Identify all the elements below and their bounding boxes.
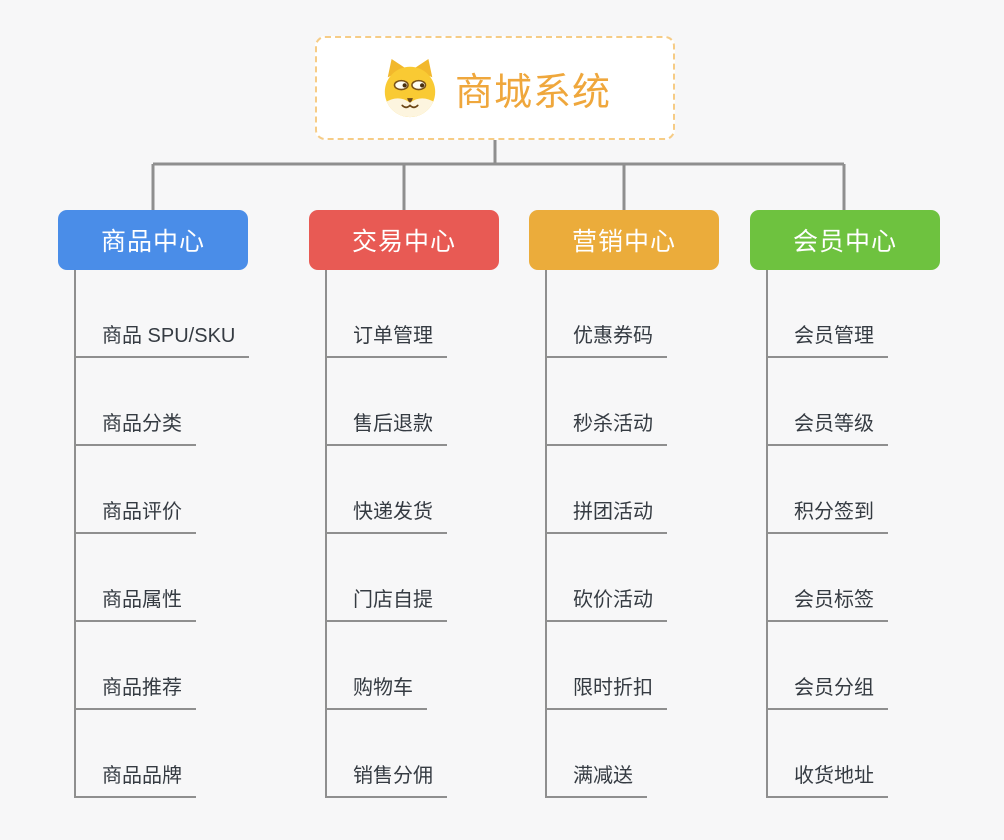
leaf-list-product: 商品 SPU/SKU 商品分类 商品评价 商品属性 商品推荐 商品品牌 — [74, 270, 250, 798]
leaf-label: 订单管理 — [327, 319, 447, 358]
leaf-node[interactable]: 砍价活动 — [547, 534, 719, 622]
leaf-node[interactable]: 购物车 — [327, 622, 499, 710]
branch-label: 营销中心 — [571, 228, 676, 256]
leaf-label: 商品推荐 — [76, 671, 196, 710]
branch-label: 会员中心 — [792, 228, 897, 256]
branch-label: 商品中心 — [100, 228, 205, 256]
branch-product-center: 商品中心 商品 SPU/SKU 商品分类 商品评价 商品属性 商品推荐 商品品牌 — [58, 210, 250, 798]
leaf-label: 售后退款 — [327, 407, 447, 446]
leaf-label: 拼团活动 — [547, 495, 667, 534]
leaf-node[interactable]: 优惠券码 — [547, 270, 719, 358]
leaf-node[interactable]: 商品品牌 — [76, 710, 248, 798]
leaf-label: 商品 SPU/SKU — [76, 319, 250, 358]
leaf-list-marketing: 优惠券码 秒杀活动 拼团活动 砍价活动 限时折扣 满减送 — [545, 270, 719, 798]
leaf-label: 积分签到 — [768, 495, 888, 534]
leaf-node[interactable]: 订单管理 — [327, 270, 499, 358]
leaf-label: 商品品牌 — [76, 759, 196, 798]
branch-node-member-center[interactable]: 会员中心 — [750, 210, 940, 270]
leaf-node[interactable]: 商品分类 — [76, 358, 248, 446]
root-title: 商城系统 — [454, 71, 611, 114]
leaf-node[interactable]: 快递发货 — [327, 446, 499, 534]
leaf-label: 限时折扣 — [547, 671, 667, 710]
branch-marketing-center: 营销中心 优惠券码 秒杀活动 拼团活动 砍价活动 限时折扣 满减送 — [529, 210, 719, 798]
leaf-node[interactable]: 商品推荐 — [76, 622, 248, 710]
leaf-node[interactable]: 满减送 — [547, 710, 719, 798]
leaf-label: 销售分佣 — [327, 759, 447, 798]
leaf-label: 购物车 — [327, 671, 427, 710]
leaf-label: 商品分类 — [76, 407, 196, 446]
branch-node-trade-center[interactable]: 交易中心 — [309, 210, 499, 270]
leaf-label: 门店自提 — [327, 583, 447, 622]
leaf-label: 商品属性 — [76, 583, 196, 622]
leaf-node[interactable]: 积分签到 — [768, 446, 940, 534]
branch-member-center: 会员中心 会员管理 会员等级 积分签到 会员标签 会员分组 收货地址 — [750, 210, 940, 798]
leaf-node[interactable]: 会员管理 — [768, 270, 940, 358]
leaf-node[interactable]: 会员标签 — [768, 534, 940, 622]
leaf-label: 商品评价 — [76, 495, 196, 534]
leaf-label: 会员标签 — [768, 583, 888, 622]
leaf-node[interactable]: 门店自提 — [327, 534, 499, 622]
leaf-label: 收货地址 — [768, 759, 888, 798]
leaf-label: 秒杀活动 — [547, 407, 667, 446]
leaf-label: 满减送 — [547, 759, 647, 798]
leaf-node[interactable]: 商品属性 — [76, 534, 248, 622]
leaf-node[interactable]: 收货地址 — [768, 710, 940, 798]
leaf-node[interactable]: 限时折扣 — [547, 622, 719, 710]
leaf-node[interactable]: 拼团活动 — [547, 446, 719, 534]
leaf-node[interactable]: 会员等级 — [768, 358, 940, 446]
leaf-node[interactable]: 会员分组 — [768, 622, 940, 710]
leaf-label: 快递发货 — [327, 495, 447, 534]
leaf-label: 砍价活动 — [547, 583, 667, 622]
leaf-label: 优惠券码 — [547, 319, 667, 358]
branch-label: 交易中心 — [351, 228, 456, 256]
branch-trade-center: 交易中心 订单管理 售后退款 快递发货 门店自提 购物车 销售分佣 — [309, 210, 499, 798]
leaf-node[interactable]: 销售分佣 — [327, 710, 499, 798]
leaf-label: 会员等级 — [768, 407, 888, 446]
leaf-node[interactable]: 秒杀活动 — [547, 358, 719, 446]
leaf-node[interactable]: 售后退款 — [327, 358, 499, 446]
leaf-list-trade: 订单管理 售后退款 快递发货 门店自提 购物车 销售分佣 — [325, 270, 499, 798]
leaf-list-member: 会员管理 会员等级 积分签到 会员标签 会员分组 收货地址 — [766, 270, 940, 798]
leaf-node[interactable]: 商品 SPU/SKU — [76, 270, 250, 358]
leaf-label: 会员管理 — [768, 319, 888, 358]
root-node[interactable]: 商城系统 — [315, 36, 675, 140]
branch-node-product-center[interactable]: 商品中心 — [58, 210, 248, 270]
leaf-node[interactable]: 商品评价 — [76, 446, 248, 534]
leaf-label: 会员分组 — [768, 671, 888, 710]
branch-node-marketing-center[interactable]: 营销中心 — [529, 210, 719, 270]
shiba-dog-icon — [379, 57, 441, 119]
